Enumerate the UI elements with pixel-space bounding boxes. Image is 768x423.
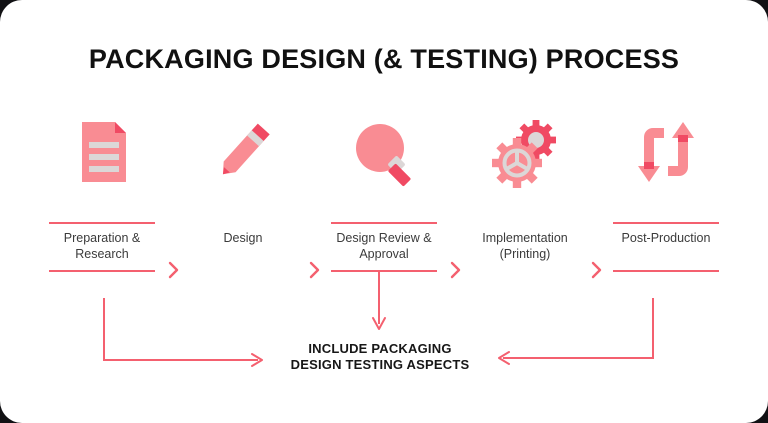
gears-icon	[491, 116, 559, 188]
step-label-design: Design	[181, 230, 305, 246]
step-rule-bottom	[613, 270, 719, 272]
cycle-arrows-icon	[632, 116, 700, 188]
step-label-line2: (Printing)	[499, 247, 551, 261]
step-label-post-production: Post-Production	[604, 230, 728, 246]
step-rule-top	[613, 222, 719, 224]
step-icon-container	[604, 112, 728, 208]
bottom-note-line2: DESIGN TESTING ASPECTS	[290, 357, 470, 372]
chevron-right-icon	[308, 260, 322, 280]
step-label-line2: Research	[75, 247, 129, 261]
magnifier-icon	[350, 116, 418, 188]
step-icon-container	[181, 112, 305, 208]
arrowhead-left-icon	[498, 351, 510, 365]
bottom-note-line1: INCLUDE PACKAGING	[308, 341, 452, 356]
arrow-from-post-production	[503, 298, 654, 359]
page-title: PACKAGING DESIGN (& TESTING) PROCESS	[88, 44, 680, 74]
step-label-design-review-approval: Design Review & Approval	[322, 230, 446, 262]
chevron-right-icon	[590, 260, 604, 280]
step-icon-container	[322, 112, 446, 208]
process-step-post-production[interactable]: Post-Production	[604, 112, 728, 272]
pencil-icon	[209, 116, 277, 188]
chevron-right-icon	[449, 260, 463, 280]
process-step-implementation-printing[interactable]: Implementation (Printing)	[463, 112, 587, 272]
chevron-right-icon	[167, 260, 181, 280]
step-label-line1: Implementation	[482, 231, 568, 245]
process-steps-row: Preparation & Research Design	[40, 112, 728, 279]
step-icon-container	[40, 112, 164, 208]
process-step-design-review-approval[interactable]: Design Review & Approval	[322, 112, 446, 272]
bottom-note: INCLUDE PACKAGING DESIGN TESTING ASPECTS	[268, 341, 492, 373]
step-rule-bottom	[49, 270, 155, 272]
step-label-preparation-research: Preparation & Research	[40, 230, 164, 262]
step-label-implementation-printing: Implementation (Printing)	[463, 230, 587, 262]
step-icon-container	[463, 112, 587, 208]
document-icon	[68, 116, 136, 188]
step-label-line1: Post-Production	[621, 231, 711, 245]
step-rule-top	[331, 222, 437, 224]
step-label-line1: Preparation &	[63, 231, 141, 245]
step-label-line2: Approval	[359, 247, 409, 261]
arrowhead-down-icon	[372, 317, 386, 330]
step-label-line1: Design Review &	[336, 231, 432, 245]
step-rule-top	[49, 222, 155, 224]
step-rule-bottom	[331, 270, 437, 272]
arrow-from-preparation	[103, 298, 258, 361]
process-step-preparation-research[interactable]: Preparation & Research	[40, 112, 164, 272]
process-step-design[interactable]: Design	[181, 112, 305, 272]
step-label-line1: Design	[223, 231, 263, 245]
arrowhead-right-icon	[251, 353, 263, 367]
